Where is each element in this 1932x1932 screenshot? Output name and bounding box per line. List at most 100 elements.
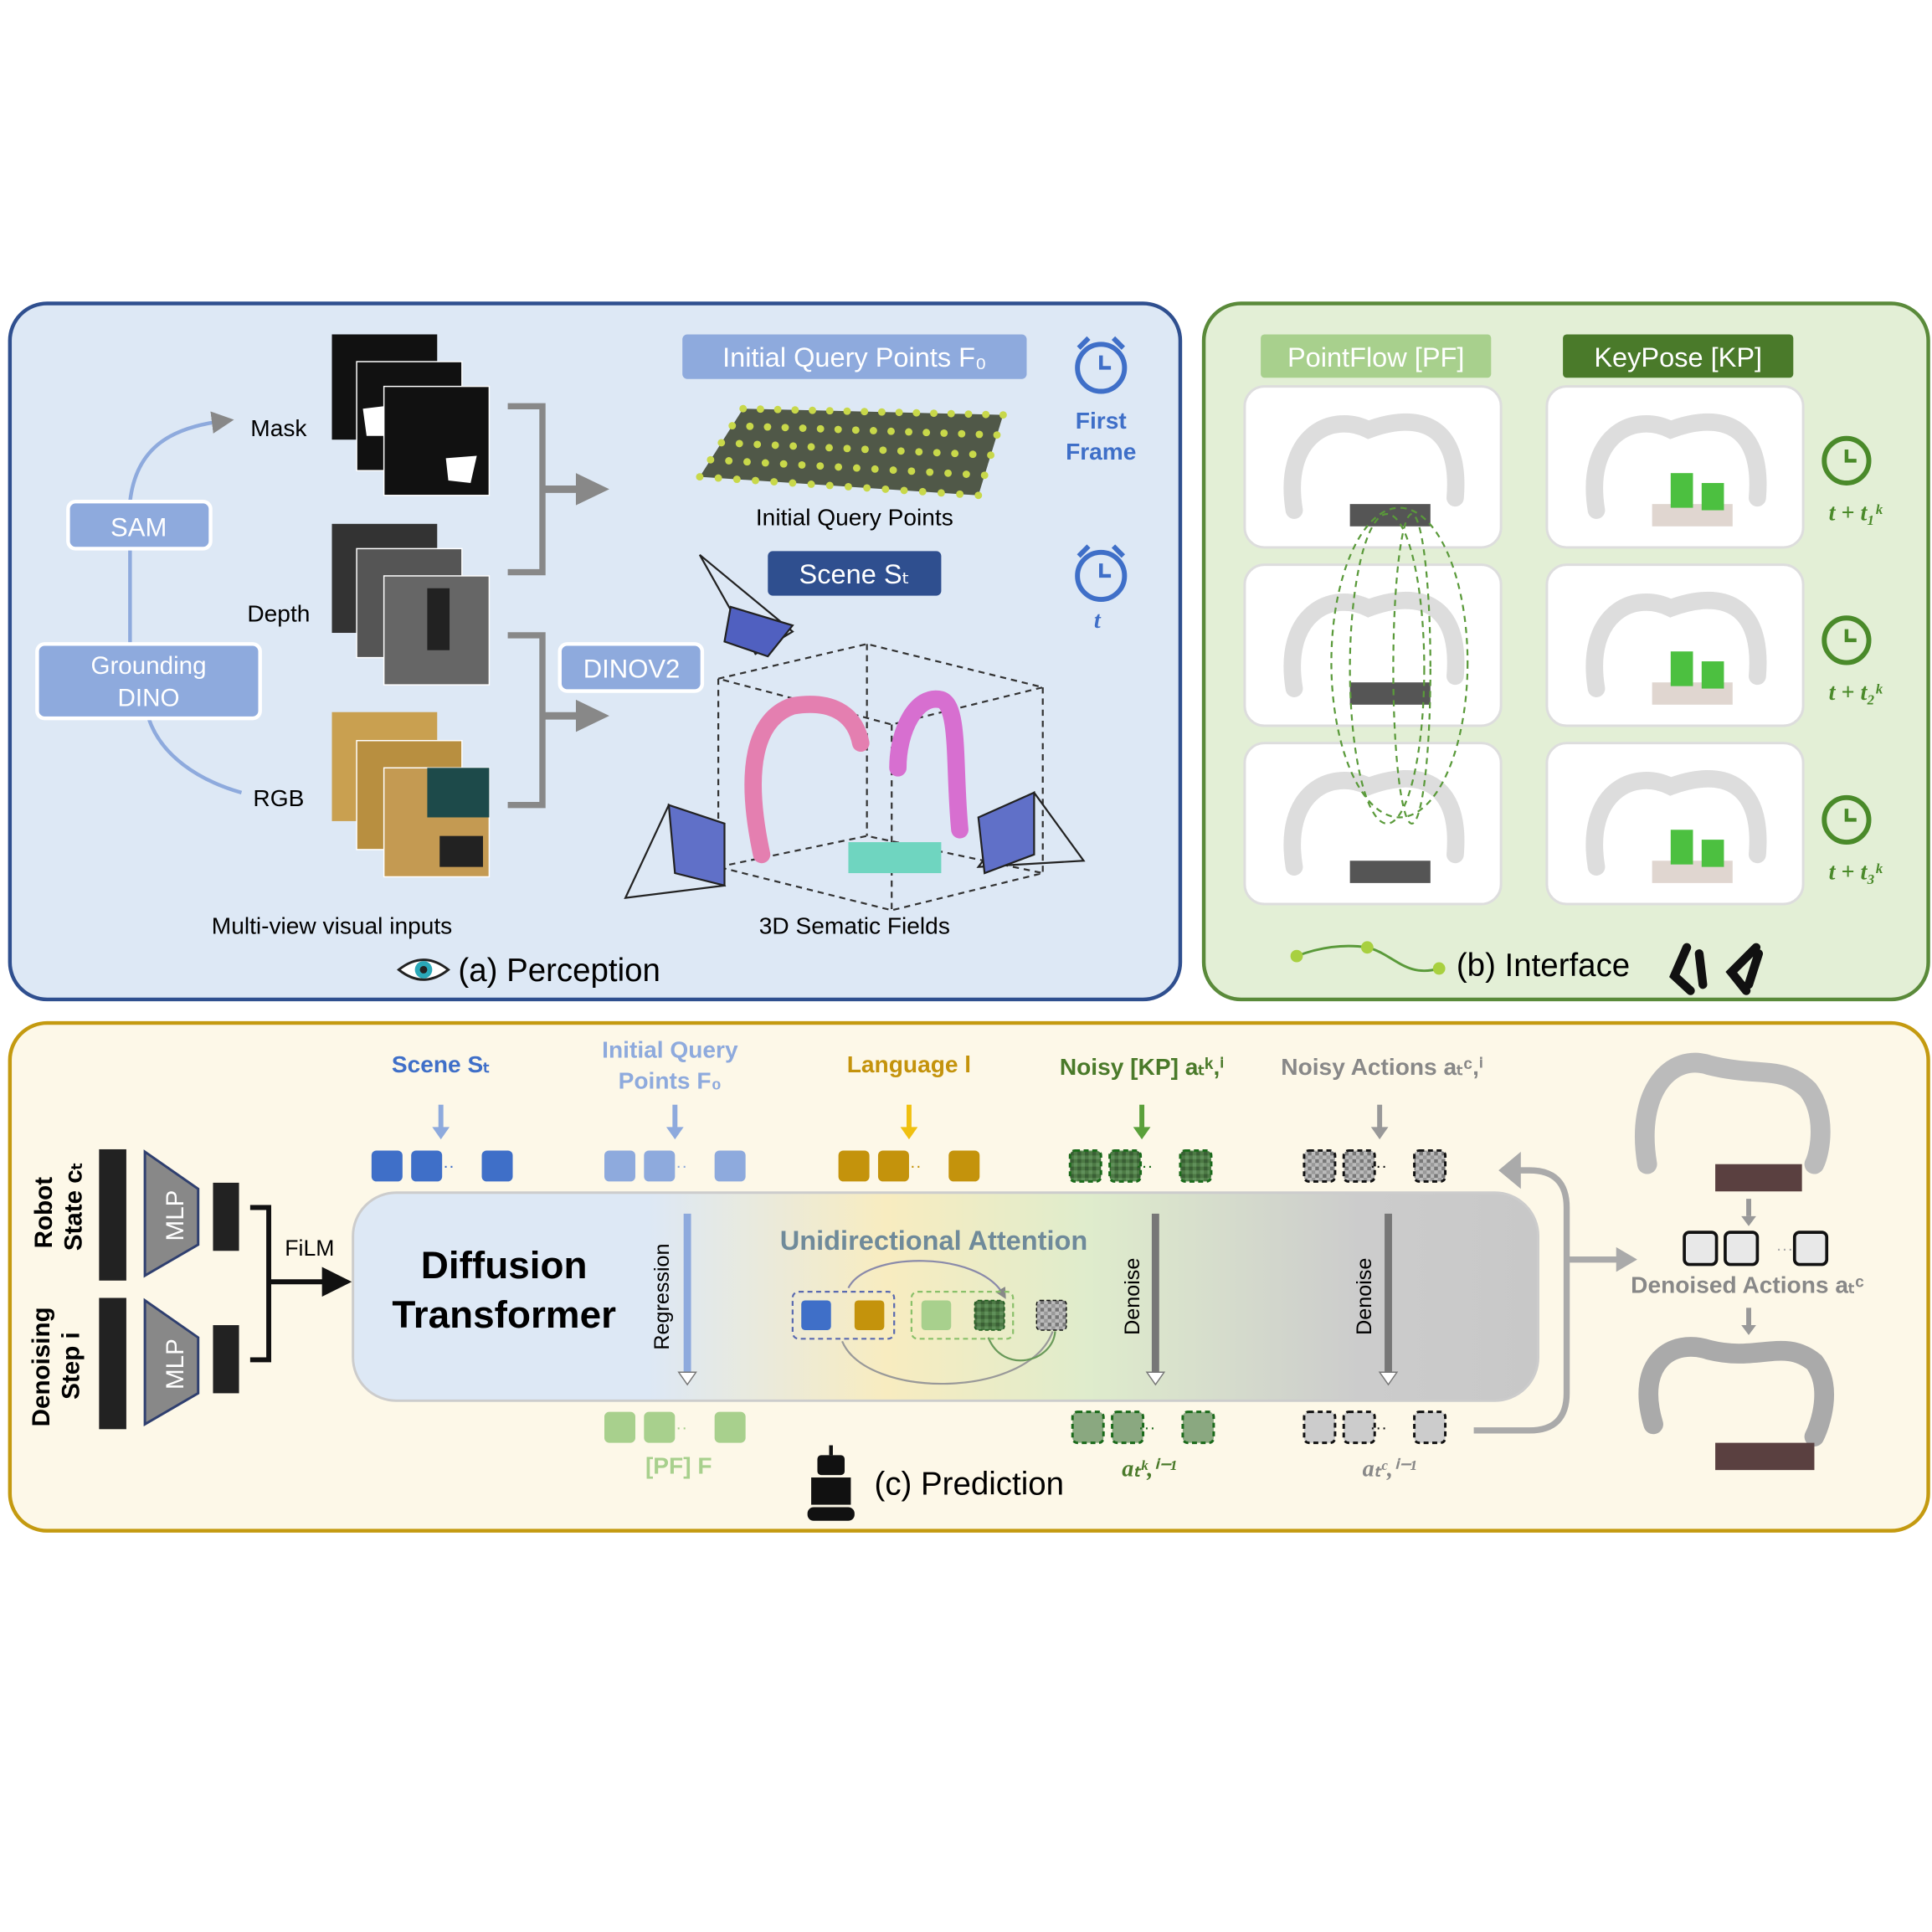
query-point xyxy=(843,444,851,453)
query-point xyxy=(999,411,1007,419)
query-point xyxy=(825,444,833,452)
ellipsis: ··· xyxy=(670,1157,687,1176)
robot-state-label: State cₜ xyxy=(60,1163,88,1251)
query-point xyxy=(735,439,743,448)
query-point xyxy=(809,406,816,414)
keypose-frame xyxy=(1545,385,1805,549)
pf-output-token xyxy=(714,1411,746,1443)
ellipsis: ··· xyxy=(1369,1418,1387,1437)
alarm-clock-icon xyxy=(1822,615,1872,665)
query-point xyxy=(728,422,737,430)
alarm-clock-icon xyxy=(1822,794,1872,845)
query-point xyxy=(969,450,977,459)
pointflow-frame xyxy=(1243,385,1503,549)
dit-title: Diffusion xyxy=(421,1243,588,1287)
kp-output-token xyxy=(1181,1410,1215,1445)
diffusion-transformer xyxy=(352,1191,1540,1402)
pointflow-trajectories xyxy=(1330,506,1469,825)
query-point xyxy=(732,475,741,483)
robot-pointcloud-after xyxy=(1638,1337,1834,1471)
semantic-fields-caption: 3D Sematic Fields xyxy=(759,913,950,939)
query-point xyxy=(863,484,871,492)
input-arrow-head xyxy=(900,1127,918,1140)
dit-title: Transformer xyxy=(392,1292,616,1336)
query-point xyxy=(897,447,905,455)
query-point xyxy=(956,490,964,498)
grounding-dino-label: Grounding xyxy=(90,652,206,680)
query-point xyxy=(900,486,908,495)
sam-box xyxy=(66,499,213,551)
query-token xyxy=(644,1150,676,1182)
query-point xyxy=(781,424,789,432)
pointflow-frame xyxy=(1243,563,1503,727)
dinov2-label: DINOV2 xyxy=(583,654,681,683)
language-token xyxy=(877,1150,909,1182)
input-arrow-head xyxy=(432,1127,450,1140)
query-points-caption: Initial Query Points xyxy=(756,504,953,530)
ellipsis: ··· xyxy=(904,1157,922,1176)
noisy-action-token xyxy=(1413,1148,1447,1183)
query-point xyxy=(753,440,762,449)
query-point xyxy=(861,408,869,416)
dinov2-box xyxy=(558,642,705,693)
denoising-step-label: Step i xyxy=(58,1332,85,1400)
query-point xyxy=(771,441,779,450)
query-point xyxy=(791,406,799,414)
query-point xyxy=(895,408,903,417)
keypose-header-label: KeyPose [KP] xyxy=(1594,342,1762,373)
query-point xyxy=(937,489,945,497)
depth-label: Depth xyxy=(247,601,310,627)
pointflow-frame xyxy=(1243,742,1503,906)
query-point xyxy=(958,429,966,438)
gripper-icon xyxy=(1669,943,1764,995)
query-point xyxy=(717,439,726,447)
query-point xyxy=(743,458,751,466)
keyframe-time-label: t + t₁ᵏ xyxy=(1829,500,1883,526)
svg-text:···: ··· xyxy=(1776,1240,1794,1259)
mask-label: Mask xyxy=(250,415,307,441)
query-point xyxy=(947,409,955,418)
denoised-actions-label: Denoised Actions aₜᶜ xyxy=(1631,1272,1864,1298)
query-point xyxy=(930,409,938,418)
input-arrow-head xyxy=(665,1127,684,1140)
depth-images xyxy=(331,523,491,686)
query-point xyxy=(756,405,764,414)
query-point xyxy=(789,479,797,487)
query-point xyxy=(905,428,913,436)
input-arrow-head xyxy=(1133,1127,1151,1140)
query-point xyxy=(993,431,1001,439)
query-point xyxy=(763,423,772,431)
language-input-label: Language l xyxy=(847,1051,971,1077)
mlp-label: MLP xyxy=(162,1339,189,1390)
pf-output-label: [PF] F xyxy=(645,1453,712,1479)
denoise-label: Denoise xyxy=(1353,1258,1376,1335)
query-point xyxy=(951,450,959,458)
robot-icon xyxy=(807,1445,855,1521)
pointflow-header-label: PointFlow [PF] xyxy=(1287,342,1465,373)
eye-icon xyxy=(397,958,450,981)
query-point xyxy=(975,430,984,439)
query-point xyxy=(835,463,843,471)
action-output-token xyxy=(1303,1410,1337,1445)
alarm-clock-icon xyxy=(1822,435,1872,486)
first-frame-label: Frame xyxy=(1066,439,1136,465)
rgb-images xyxy=(331,712,491,878)
mlp-block xyxy=(143,1149,200,1278)
query-point xyxy=(773,405,782,414)
noisy-actions-input-label: Noisy Actions aₜᶜ,ⁱ xyxy=(1281,1054,1483,1080)
query-point xyxy=(816,462,825,470)
mlp-label: MLP xyxy=(162,1190,189,1241)
actions-output-label: aₜᶜ,ⁱ⁻¹ xyxy=(1363,1457,1417,1482)
grounding-dino-box xyxy=(35,642,262,721)
query-point xyxy=(725,457,733,465)
ellipsis: ··· xyxy=(437,1157,455,1176)
noisy-kp-token xyxy=(1179,1148,1213,1183)
query-points-grid xyxy=(696,404,1007,500)
keyframe-time-label: t + t₃ᵏ xyxy=(1829,859,1883,885)
query-point xyxy=(843,407,851,415)
language-token xyxy=(948,1150,980,1182)
query-point xyxy=(922,429,931,437)
interface-title: (b) Interface xyxy=(1457,948,1630,984)
query-points-header xyxy=(682,334,1027,379)
